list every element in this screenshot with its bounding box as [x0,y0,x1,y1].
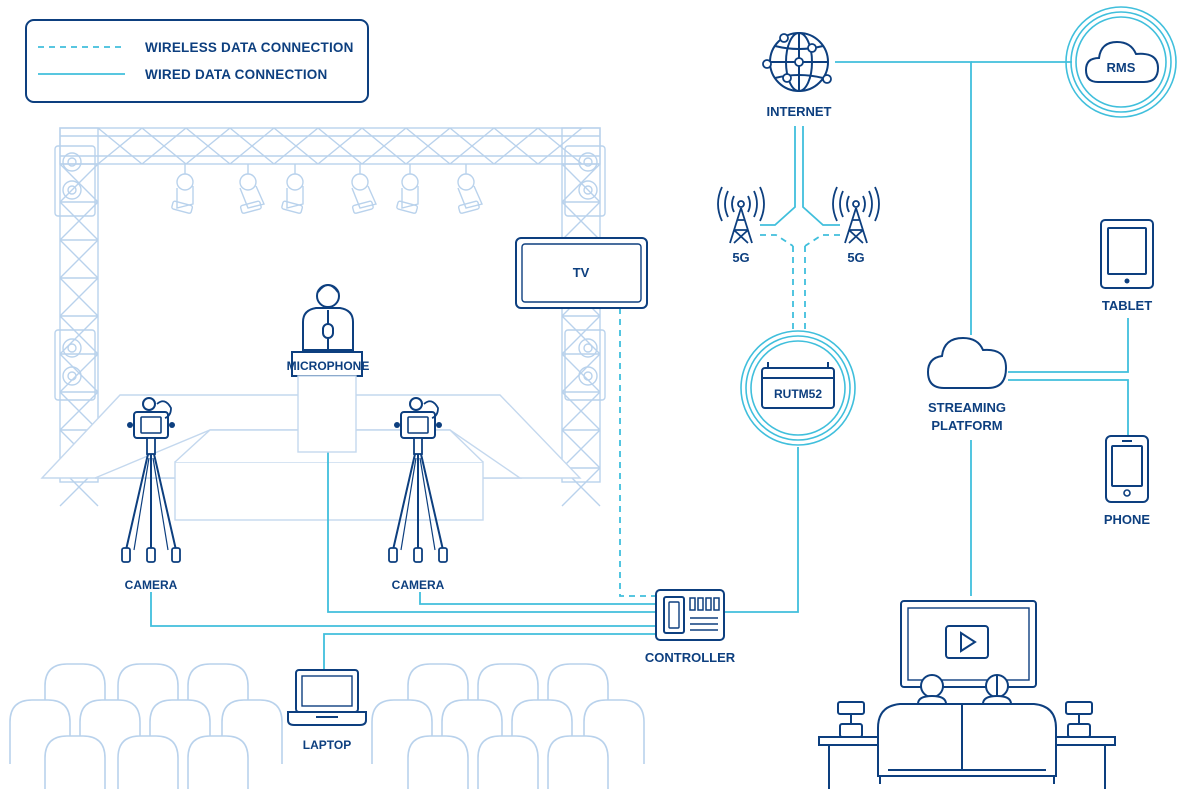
laptop-label: LAPTOP [303,738,351,752]
spotlight-icon [171,164,194,214]
seat [117,735,179,789]
living-room [818,600,1116,789]
streaming-platform: STREAMING PLATFORM [926,336,1008,433]
spotlight-icon [457,164,483,214]
seat [407,735,469,789]
speaker-podium: MICROPHONE [287,284,370,453]
tower-left: 5G [717,186,765,265]
seat [477,735,539,789]
tv: TV [515,237,648,309]
spotlight-icon [396,164,419,214]
microphone-label: MICROPHONE [287,359,370,373]
legend-wireless-label: WIRELESS DATA CONNECTION [145,40,354,55]
router-label: RUTM52 [774,387,822,401]
tablet: TABLET [1100,219,1154,313]
legend-wired-label: WIRED DATA CONNECTION [145,67,327,82]
camera-left-label: CAMERA [125,578,178,592]
tv-label: TV [573,265,590,280]
rms-cloud: RMS [1065,6,1177,118]
connections [150,61,1129,690]
spotlight-icon [239,164,265,214]
streaming-label-line2: PLATFORM [931,418,1002,433]
tower-left-label: 5G [732,250,749,265]
seat [44,735,106,789]
tablet-label: TABLET [1102,298,1152,313]
controller-label: CONTROLLER [645,650,736,665]
phone: PHONE [1104,435,1151,527]
stage-truss [54,127,606,507]
seat [547,735,609,789]
controller: CONTROLLER [645,589,736,665]
phone-label: PHONE [1104,512,1151,527]
seat [187,735,249,789]
spotlight-icon [351,164,377,214]
camera-right-label: CAMERA [392,578,445,592]
camera-right: CAMERA [388,397,448,592]
internet-label: INTERNET [767,104,832,119]
laptop: LAPTOP [287,669,367,752]
rms-label: RMS [1107,60,1136,75]
legend: WIRELESS DATA CONNECTION WIRED DATA CONN… [25,19,369,103]
router-rutm52: RUTM52 [740,330,856,446]
tower-right: 5G [832,186,880,265]
play-icon [960,631,977,653]
spotlight-icon [281,164,304,214]
streaming-label-line1: STREAMING [928,400,1006,415]
audience-seats [9,663,645,789]
internet-globe: INTERNET [762,32,832,119]
tower-right-label: 5G [847,250,864,265]
camera-left: CAMERA [121,397,181,592]
